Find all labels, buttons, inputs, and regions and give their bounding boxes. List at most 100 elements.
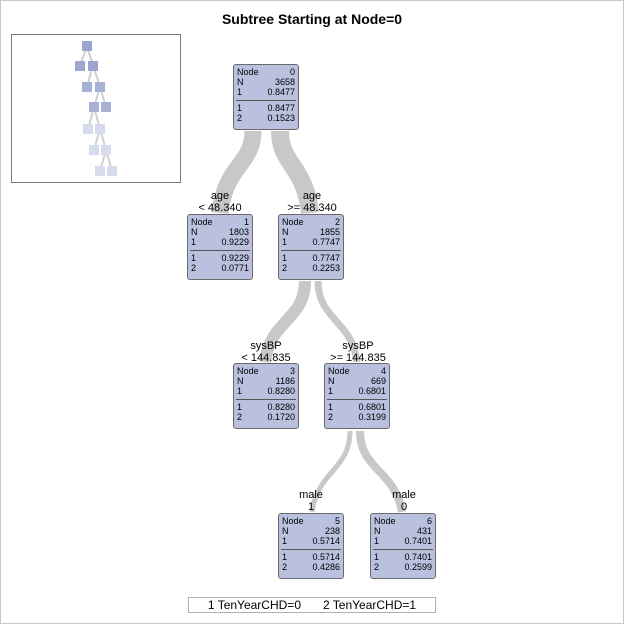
legend: 1 TenYearCHD=0 2 TenYearCHD=1 (188, 597, 436, 613)
node-n-label: N (191, 227, 198, 237)
node-p1-label: 1 (282, 552, 288, 562)
node-header-label: Node (237, 366, 259, 376)
branch-variable: sysBP (250, 340, 282, 352)
node-class-label: 1 (282, 237, 288, 247)
branch-label-2-3: sysBP < 144.835 (211, 340, 321, 364)
node-p1: 0.7401 (404, 552, 432, 562)
node-p2-label: 2 (191, 263, 197, 273)
link-4-5 (309, 430, 353, 513)
node-p1-label: 1 (237, 103, 243, 113)
branch-rule: < 48.340 (198, 202, 242, 214)
node-class-label: 1 (237, 87, 243, 97)
branch-rule: 1 (307, 501, 315, 513)
node-p1-label: 1 (282, 253, 288, 263)
branch-label-0-1: age < 48.340 (165, 190, 275, 214)
node-n-label: N (282, 526, 289, 536)
tree-node-1[interactable]: Node 1 N 1803 1 0.9229 1 0.9229 2 0.0771 (187, 214, 253, 280)
node-divider (190, 250, 250, 251)
node-p2: 0.0771 (221, 263, 249, 273)
node-n-label: N (328, 376, 335, 386)
node-class-label: 1 (374, 536, 380, 546)
branch-label-4-5: male 1 (256, 489, 366, 513)
node-p2: 0.1720 (267, 412, 295, 422)
legend-entry: 2 TenYearCHD=1 (323, 598, 417, 612)
branch-label-4-6: male 0 (349, 489, 459, 513)
node-p2: 0.2599 (404, 562, 432, 572)
node-p2-label: 2 (282, 263, 288, 273)
link-0-1 (211, 130, 262, 215)
overview-nodes (75, 41, 117, 176)
node-p1-label: 1 (374, 552, 380, 562)
node-p1: 0.6801 (358, 402, 386, 412)
node-id: 6 (426, 516, 432, 526)
legend-entry: 1 TenYearCHD=0 (207, 598, 301, 612)
branch-rule: >= 48.340 (287, 202, 337, 214)
node-p2-label: 2 (237, 113, 243, 123)
node-divider (236, 100, 296, 101)
node-id: 3 (289, 366, 295, 376)
node-p2: 0.1523 (267, 113, 295, 123)
node-class-value: 0.6801 (358, 386, 386, 396)
node-class-label: 1 (328, 386, 334, 396)
node-class-value: 0.5714 (312, 536, 340, 546)
node-header-label: Node (191, 217, 213, 227)
node-id: 5 (334, 516, 340, 526)
node-class-label: 1 (282, 536, 288, 546)
node-p2: 0.4286 (312, 562, 340, 572)
node-n: 3658 (274, 77, 295, 87)
node-n: 669 (370, 376, 386, 386)
node-class-label: 1 (191, 237, 197, 247)
node-class-value: 0.9229 (221, 237, 249, 247)
node-header-label: Node (237, 67, 259, 77)
node-header-label: Node (328, 366, 350, 376)
node-class-label: 1 (237, 386, 243, 396)
node-p1-label: 1 (328, 402, 334, 412)
node-id: 4 (380, 366, 386, 376)
branch-rule: >= 144.835 (330, 352, 386, 364)
node-p2-label: 2 (282, 562, 288, 572)
branch-label-0-2: age >= 48.340 (257, 190, 367, 214)
node-divider (373, 549, 433, 550)
page-title: Subtree Starting at Node=0 (221, 11, 403, 27)
node-p1-label: 1 (237, 402, 243, 412)
branch-rule: 0 (400, 501, 408, 513)
node-p1: 0.7747 (312, 253, 340, 263)
link-2-3 (259, 280, 311, 364)
node-n-label: N (374, 526, 381, 536)
branch-variable: sysBP (342, 340, 374, 352)
node-p1-label: 1 (191, 253, 197, 263)
node-n: 1803 (228, 227, 249, 237)
branch-variable: male (299, 489, 323, 501)
node-divider (281, 549, 341, 550)
node-header-label: Node (374, 516, 396, 526)
node-n-label: N (282, 227, 289, 237)
node-divider (236, 399, 296, 400)
node-n: 431 (416, 526, 432, 536)
node-n: 1855 (319, 227, 340, 237)
node-p2-label: 2 (328, 412, 334, 422)
node-divider (327, 399, 387, 400)
node-class-value: 0.8477 (267, 87, 295, 97)
node-header-label: Node (282, 516, 304, 526)
link-0-2 (271, 130, 319, 215)
branch-variable: age (210, 190, 230, 202)
node-id: 1 (243, 217, 249, 227)
node-id: 2 (334, 217, 340, 227)
node-class-value: 0.7401 (404, 536, 432, 546)
node-p1: 0.8477 (267, 103, 295, 113)
node-p1: 0.9229 (221, 253, 249, 263)
branch-variable: age (302, 190, 322, 202)
link-2-4 (314, 280, 361, 363)
tree-overview-thumbnail[interactable] (11, 34, 181, 183)
node-n-label: N (237, 376, 244, 386)
link-4-6 (356, 430, 406, 513)
node-p1: 0.5714 (312, 552, 340, 562)
branch-label-2-4: sysBP >= 144.835 (303, 340, 413, 364)
